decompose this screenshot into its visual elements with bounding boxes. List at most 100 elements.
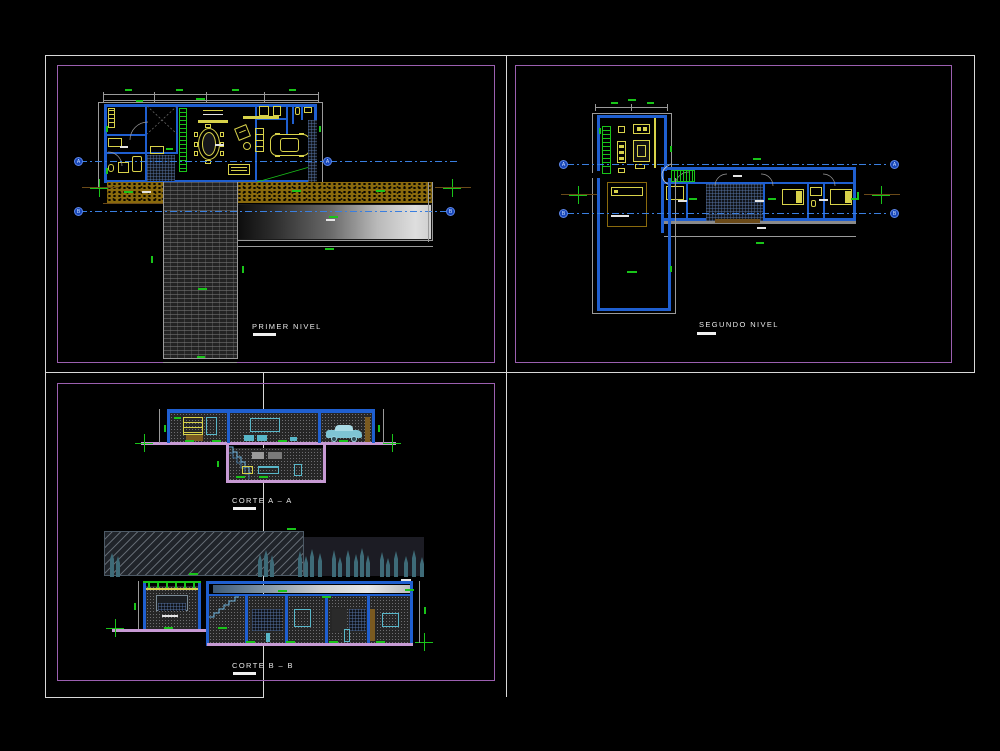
dimension-line — [163, 362, 237, 363]
dimension-line — [103, 100, 318, 101]
stair-tread — [692, 170, 693, 182]
axis-bubble-a-left: A — [559, 160, 568, 169]
interior-wall — [104, 134, 146, 136]
axis-line-b — [567, 213, 857, 214]
exterior-wall-left — [661, 167, 664, 233]
section-stairs — [229, 446, 251, 479]
dimension-text — [289, 89, 296, 91]
annotation-text — [242, 266, 244, 273]
section-lower-wall — [226, 445, 229, 481]
furniture-sofa-cushion — [231, 170, 247, 171]
fixture-detail — [109, 114, 114, 115]
reference-line — [98, 102, 323, 103]
stair-tread — [179, 168, 187, 169]
furniture-pillow — [845, 191, 851, 203]
vehicle-wheel — [299, 133, 304, 135]
annotation-text — [339, 440, 348, 442]
pergola-post — [148, 581, 150, 588]
stair-tread — [602, 166, 611, 167]
annotation-text — [197, 356, 205, 358]
annotation-text — [287, 528, 296, 530]
panel-segundo-nivel: A A B B SEGUNDO NIVEL — [507, 56, 974, 372]
section-beam — [146, 588, 198, 590]
axis-bubble-a-left: A — [74, 157, 83, 166]
survey-cross-axis — [82, 187, 118, 188]
annotation-text — [259, 476, 268, 478]
furniture-cabinet — [618, 126, 625, 133]
stair-tread — [602, 150, 611, 151]
annotation-text — [162, 615, 178, 617]
survey-cross — [90, 179, 108, 197]
vehicle-car-cabin — [280, 138, 299, 152]
annotation-text — [322, 596, 331, 598]
furniture-pillow — [796, 191, 802, 203]
paving-edge — [163, 358, 237, 359]
annotation-text — [185, 440, 194, 442]
panel-border-segundo-nivel — [515, 65, 952, 363]
dimension-tick — [631, 104, 632, 111]
fixture-basin — [304, 107, 312, 113]
annotation-text — [689, 198, 697, 200]
axis-line-a — [80, 161, 328, 162]
pergola-post — [184, 581, 186, 588]
panel-title-primer-nivel: PRIMER NIVEL — [252, 322, 322, 331]
section-figure — [344, 629, 350, 642]
annotation-text — [217, 461, 219, 467]
background-building-outline — [104, 531, 304, 576]
section-wall — [198, 583, 201, 629]
panel-border-cortes — [57, 383, 495, 681]
section-vehicle-cabin — [335, 425, 353, 431]
annotation-text — [733, 175, 742, 177]
axis-bubble-b-left: B — [74, 207, 83, 216]
dimension-text — [611, 102, 618, 104]
door-swing-arc — [129, 121, 149, 141]
door-swing-arc — [107, 151, 123, 167]
section-wall — [372, 409, 375, 443]
survey-cross-axis — [864, 194, 900, 195]
furniture-bed — [830, 189, 852, 205]
section-roof-edge — [206, 581, 413, 584]
axis-bubble-b-left: B — [559, 209, 568, 218]
frame-line-middle-horizontal — [45, 372, 975, 373]
stair-tread — [602, 162, 611, 163]
section-wall — [167, 409, 170, 443]
furniture-chair — [220, 151, 224, 156]
stair-tread — [602, 142, 611, 143]
stair-tread — [179, 116, 187, 117]
section-a-a: CORTE A – A — [46, 373, 506, 510]
floor-tile-hatch — [147, 155, 175, 181]
fixture-cabinet — [259, 106, 269, 116]
annotation-text — [326, 219, 335, 221]
annotation-text — [166, 148, 173, 150]
dimension-tick — [154, 92, 155, 102]
furniture-sofa — [228, 164, 250, 175]
panel-primer-nivel: A A B B PRIMER NIVEL — [46, 56, 506, 372]
stair-tread — [179, 128, 187, 129]
fixture-detail — [109, 122, 114, 123]
annotation-text — [198, 288, 207, 290]
shelf-line — [255, 146, 264, 147]
survey-cross — [415, 633, 433, 651]
survey-cross — [383, 434, 401, 452]
stair-tread — [179, 120, 187, 121]
dimension-text — [647, 102, 654, 104]
section-grille — [349, 609, 366, 631]
survey-cross — [569, 186, 587, 204]
furniture-cushion — [619, 157, 624, 160]
survey-cross — [135, 434, 153, 452]
driveway-paving — [163, 182, 237, 358]
reference-line — [592, 313, 676, 314]
annotation-text — [120, 146, 128, 148]
interior-wall — [301, 104, 303, 120]
annotation-text — [851, 198, 859, 200]
survey-cross — [443, 179, 461, 197]
annotation-text — [142, 191, 151, 193]
annotation-text — [106, 126, 108, 132]
annotation-text — [164, 425, 166, 432]
furniture-rug — [198, 120, 228, 123]
furniture-shelf — [203, 114, 223, 115]
stair-tread — [179, 136, 187, 137]
fixture-tub — [132, 156, 142, 172]
furniture-chair — [205, 160, 211, 164]
